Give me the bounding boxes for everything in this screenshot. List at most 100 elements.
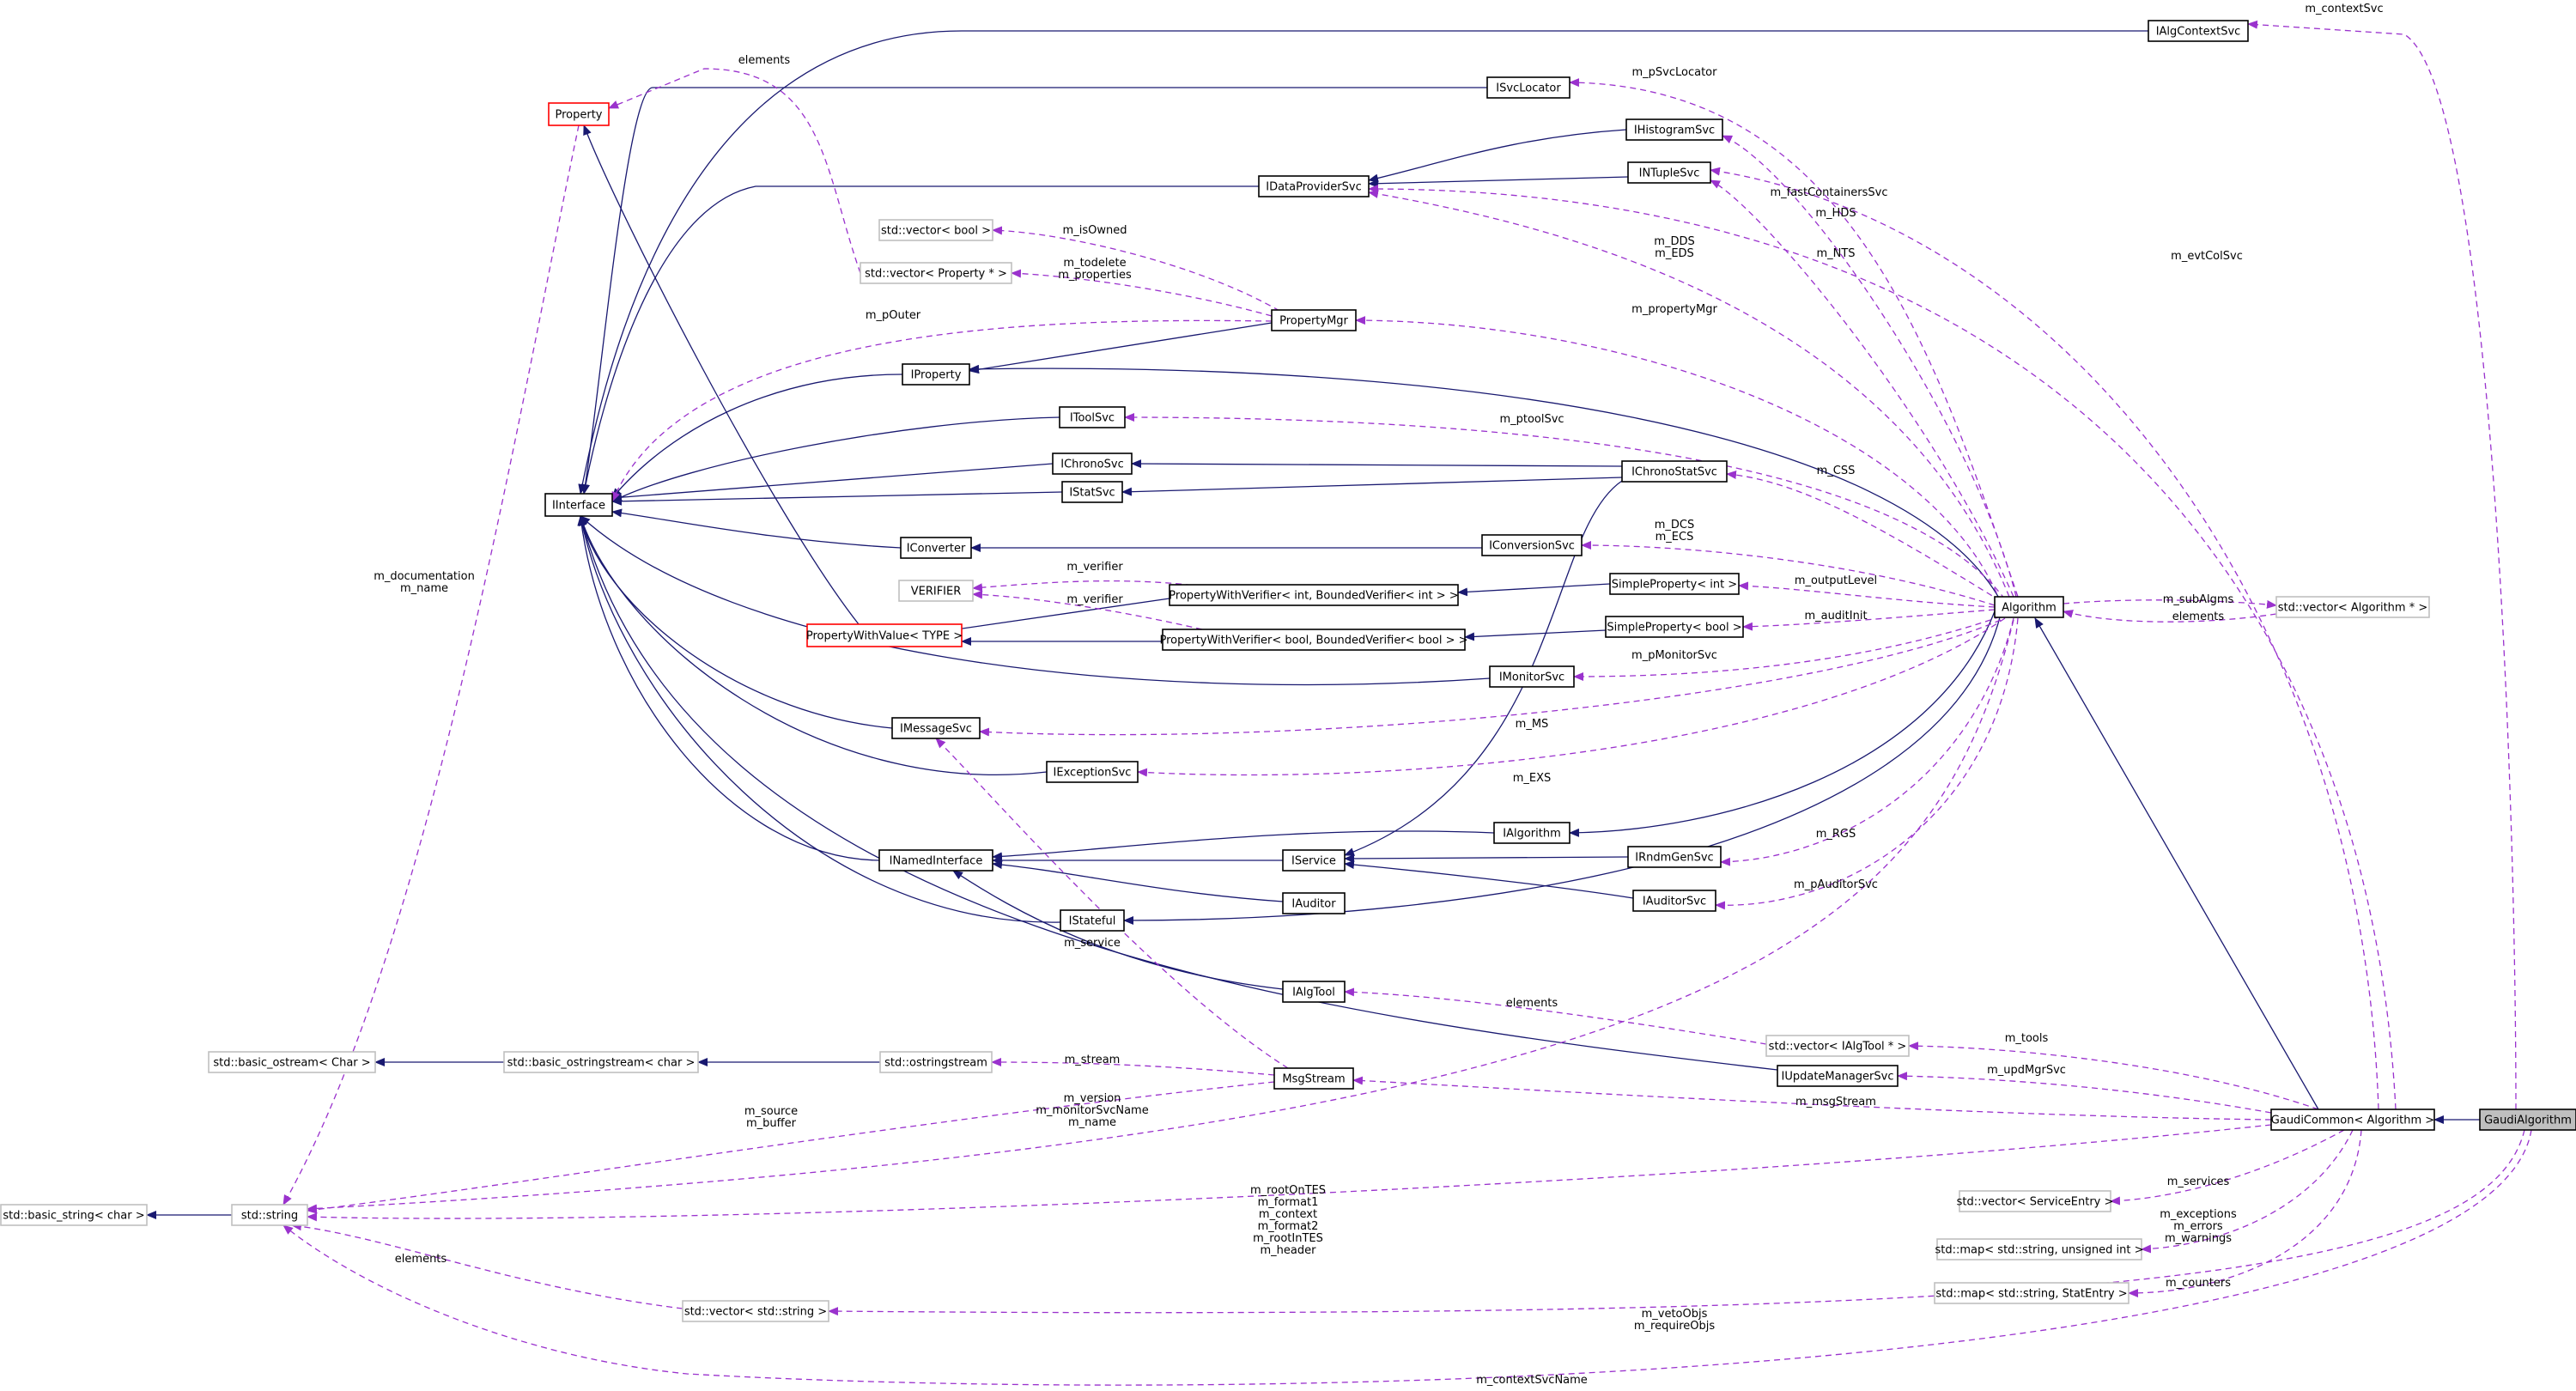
- class-node-gaudi-algorithm[interactable]: GaudiAlgorithm: [2479, 1109, 2576, 1131]
- class-node-msg-stream[interactable]: MsgStream: [1273, 1067, 1354, 1090]
- usage-edge-gaudi-common-to-idata-provider-svc: [1368, 185, 2397, 1110]
- class-node-box: [1052, 453, 1133, 475]
- edge-label-algorithm-to-imonitor-svc: m_pMonitorSvc: [1631, 649, 1717, 662]
- class-node-vec-service-entry[interactable]: std::vector< ServiceEntry >: [1957, 1190, 2114, 1212]
- class-node-box: [1169, 584, 1459, 606]
- class-node-label: SimpleProperty< int >: [1612, 579, 1737, 592]
- class-node-basic-string[interactable]: std::basic_string< char >: [0, 1204, 148, 1226]
- class-node-ichrono-svc[interactable]: IChronoSvc: [1052, 453, 1133, 475]
- class-node-iexception-svc[interactable]: IExceptionSvc: [1046, 761, 1139, 783]
- class-node-box: [1493, 822, 1571, 844]
- class-node-label: std::vector< bool >: [881, 225, 991, 238]
- class-node-box: [1959, 1190, 2111, 1212]
- inheritance-edge-inamed-interface-to-iinterface: [577, 515, 880, 861]
- class-node-ichrono-stat-svc[interactable]: IChronoStatSvc: [1621, 460, 1728, 483]
- class-node-box: [902, 363, 970, 386]
- class-node-box: [898, 580, 974, 602]
- class-node-label: IProperty: [911, 369, 962, 382]
- class-node-label: GaudiAlgorithm: [2484, 1115, 2572, 1127]
- inheritance-edge-idata-provider-svc-to-iinterface: [581, 185, 1259, 495]
- class-node-property-mgr[interactable]: PropertyMgr: [1271, 309, 1357, 331]
- class-node-irndm-gen-svc[interactable]: IRndmGenSvc: [1627, 846, 1722, 868]
- class-node-vec-ialg-tool[interactable]: std::vector< IAlgTool * >: [1765, 1035, 1910, 1057]
- class-node-label: PropertyMgr: [1279, 315, 1348, 328]
- inheritance-edge-iupdate-manager-svc-to-iinterface: [578, 515, 1778, 1071]
- inheritance-edge-istat-svc-to-iinterface: [611, 491, 1063, 506]
- class-node-istateful[interactable]: IStateful: [1060, 909, 1125, 932]
- class-node-ialgorithm[interactable]: IAlgorithm: [1493, 822, 1571, 844]
- inheritance-edge-iconverter-to-iinterface: [611, 508, 902, 549]
- class-node-basic-ostringstream[interactable]: std::basic_ostringstream< char >: [503, 1051, 699, 1073]
- class-node-basic-ostream[interactable]: std::basic_ostream< Char >: [208, 1051, 376, 1073]
- class-node-label: GaudiCommon< Algorithm >: [2271, 1115, 2434, 1127]
- class-node-idata-provider-svc[interactable]: IDataProviderSvc: [1258, 175, 1370, 197]
- class-node-label: std::vector< IAlgTool * >: [1769, 1041, 1907, 1054]
- class-node-iauditor[interactable]: IAuditor: [1282, 892, 1346, 914]
- class-node-map-string-stat[interactable]: std::map< std::string, StatEntry >: [1934, 1282, 2129, 1304]
- class-node-itool-svc[interactable]: IToolSvc: [1059, 406, 1126, 428]
- class-node-iconverter[interactable]: IConverter: [900, 537, 972, 559]
- class-node-label: INTupleSvc: [1639, 167, 1700, 180]
- class-node-label: std::vector< Property * >: [865, 268, 1007, 281]
- class-node-iproperty[interactable]: IProperty: [902, 363, 970, 386]
- class-node-label: std::vector< Algorithm * >: [2278, 602, 2427, 615]
- class-node-box: [2148, 20, 2249, 42]
- class-node-imonitor-svc[interactable]: IMonitorSvc: [1489, 665, 1575, 688]
- edge-label-vec-prop-ptr-to-property: elements: [738, 54, 791, 67]
- class-node-std-string[interactable]: std::string: [231, 1204, 308, 1226]
- class-node-vec-alg-ptr[interactable]: std::vector< Algorithm * >: [2275, 596, 2430, 618]
- class-node-map-string-uint[interactable]: std::map< std::string, unsigned int >: [1935, 1238, 2144, 1260]
- class-node-verifier[interactable]: VERIFIER: [898, 580, 974, 602]
- class-node-box: [208, 1051, 376, 1073]
- edge-label-algorithm-to-imessage-svc: m_MS: [1516, 718, 1549, 731]
- inheritance-edge-iexception-svc-to-iinterface: [579, 515, 1048, 776]
- usage-edge-gaudi-common-to-intuple-svc: [1710, 167, 2379, 1110]
- usage-edge-algorithm-to-imessage-svc: [979, 619, 2002, 737]
- class-node-ialg-context-svc[interactable]: IAlgContextSvc: [2148, 20, 2249, 42]
- class-node-label: IConverter: [907, 543, 966, 556]
- class-node-pwvint[interactable]: PropertyWithVerifier< int, BoundedVerifi…: [1169, 584, 1459, 606]
- class-node-vec-bool[interactable]: std::vector< bool >: [878, 219, 993, 241]
- class-node-istat-svc[interactable]: IStatSvc: [1061, 481, 1123, 503]
- class-node-box: [1609, 573, 1740, 595]
- class-node-label: IAlgTool: [1292, 987, 1335, 999]
- class-node-property[interactable]: Property: [548, 102, 610, 126]
- usage-edge-gaudi-common-to-map-string-uint: [2141, 1129, 2354, 1254]
- class-node-iauditor-svc[interactable]: IAuditorSvc: [1632, 890, 1716, 912]
- class-node-box: [1061, 481, 1123, 503]
- class-node-iconversion-svc[interactable]: IConversionSvc: [1481, 534, 1583, 556]
- usage-edge-gaudi-common-to-vec-service-entry: [2110, 1129, 2345, 1206]
- class-node-vec-string[interactable]: std::vector< std::string >: [682, 1300, 829, 1322]
- class-node-intuple-svc[interactable]: INTupleSvc: [1627, 161, 1711, 184]
- class-node-imessage-svc[interactable]: IMessageSvc: [891, 717, 981, 739]
- class-node-box: [806, 623, 963, 647]
- edge-label-property-mgr-to-iinterface: m_pOuter: [866, 309, 921, 322]
- usage-edge-algorithm-to-irndm-gen-svc: [1720, 617, 2014, 866]
- class-node-ihistogram-svc[interactable]: IHistogramSvc: [1625, 118, 1723, 141]
- edge-label-gaudi-common-to-vec-ialg-tool: m_tools: [2005, 1032, 2049, 1045]
- class-node-pwv[interactable]: PropertyWithValue< TYPE >: [806, 623, 963, 647]
- inheritance-edge-ialg-context-svc-to-iinterface: [578, 30, 2148, 495]
- usage-edge-algorithm-to-iconversion-svc: [1581, 541, 1996, 606]
- class-node-label: IMonitorSvc: [1499, 671, 1564, 684]
- class-node-ialg-tool[interactable]: IAlgTool: [1282, 981, 1346, 1003]
- inheritance-edge-iauditor-svc-to-iservice: [1344, 860, 1634, 899]
- class-node-iinterface[interactable]: IInterface: [544, 493, 613, 517]
- class-node-iupdate-manager-svc[interactable]: IUpdateManagerSvc: [1777, 1065, 1899, 1087]
- class-node-label: VERIFIER: [911, 586, 962, 598]
- class-node-label: IRndmGenSvc: [1635, 852, 1713, 865]
- class-node-ostringstream[interactable]: std::ostringstream: [879, 1051, 993, 1073]
- class-node-box: [0, 1204, 148, 1226]
- class-node-algorithm[interactable]: Algorithm: [1994, 596, 2064, 618]
- class-node-inamed-interface[interactable]: INamedInterface: [878, 849, 993, 872]
- class-node-label: PropertyWithValue< TYPE >: [806, 630, 963, 643]
- class-node-iservice[interactable]: IService: [1282, 849, 1346, 872]
- class-node-isvc-locator[interactable]: ISvcLocator: [1486, 76, 1571, 99]
- class-node-vec-prop-ptr[interactable]: std::vector< Property * >: [860, 262, 1012, 284]
- class-node-spbool[interactable]: SimpleProperty< bool >: [1605, 616, 1744, 638]
- class-node-pwvbool[interactable]: PropertyWithVerifier< bool, BoundedVerif…: [1159, 629, 1468, 651]
- class-node-gaudi-common[interactable]: GaudiCommon< Algorithm >: [2270, 1109, 2435, 1131]
- class-node-spint[interactable]: SimpleProperty< int >: [1609, 573, 1740, 595]
